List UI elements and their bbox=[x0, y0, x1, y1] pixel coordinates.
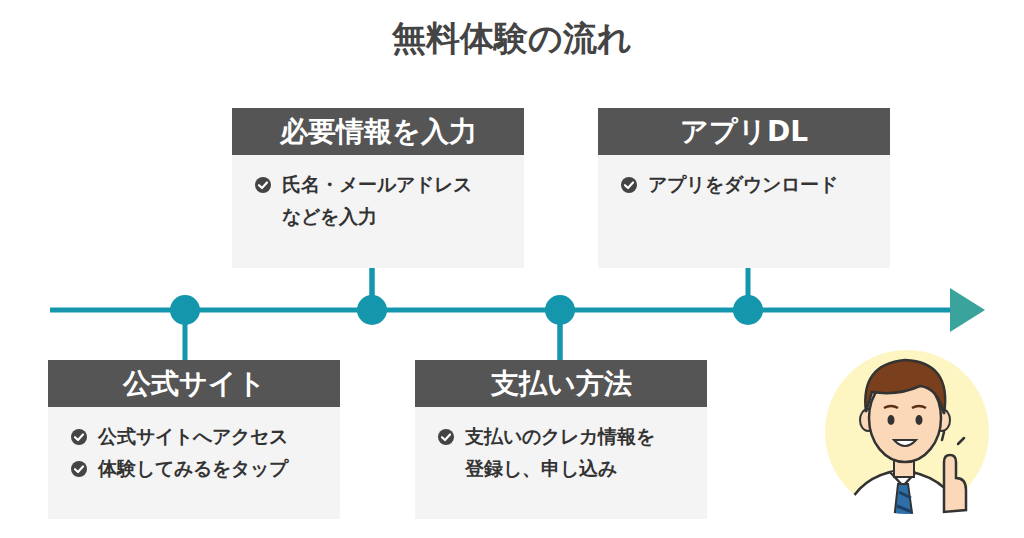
step-heading: 公式サイト bbox=[48, 360, 340, 407]
checklist-item: 支払いのクレカ情報を 登録し、申し込み bbox=[437, 421, 695, 486]
checklist-item: 体験してみるをタップ bbox=[70, 453, 328, 485]
step-heading: アプリDL bbox=[598, 108, 890, 155]
timeline-dot bbox=[733, 295, 763, 325]
timeline-connector bbox=[185, 268, 372, 360]
step-box: 必要情報を入力氏名・メールアドレス などを入力 bbox=[232, 108, 524, 268]
checklist-item: 公式サイトへアクセス bbox=[70, 421, 328, 453]
timeline-connector bbox=[560, 268, 748, 360]
step-body-panel: 氏名・メールアドレス などを入力 bbox=[232, 155, 524, 268]
character-illustration bbox=[825, 350, 989, 530]
checklist-item: アプリをダウンロード bbox=[620, 169, 878, 201]
timeline-connector bbox=[372, 268, 560, 360]
step-heading: 必要情報を入力 bbox=[232, 108, 524, 155]
step-box: 公式サイト公式サイトへアクセス体験してみるをタップ bbox=[48, 360, 340, 519]
step-box: アプリDL アプリをダウンロード bbox=[598, 108, 890, 268]
step-box: 支払い方法支払いのクレカ情報を 登録し、申し込み bbox=[415, 360, 707, 519]
timeline-dot bbox=[357, 295, 387, 325]
diagram-title: 無料体験の流れ bbox=[0, 16, 1024, 62]
timeline-start bbox=[50, 308, 185, 313]
step-body-panel: 支払いのクレカ情報を 登録し、申し込み bbox=[415, 407, 707, 519]
step-heading: 支払い方法 bbox=[415, 360, 707, 407]
step-body-panel: アプリをダウンロード bbox=[598, 155, 890, 268]
checklist-item: 氏名・メールアドレス などを入力 bbox=[254, 169, 512, 234]
timeline-end bbox=[748, 308, 955, 313]
step-body-panel: 公式サイトへアクセス体験してみるをタップ bbox=[48, 407, 340, 519]
timeline-dot bbox=[545, 295, 575, 325]
timeline-arrowhead bbox=[950, 288, 985, 332]
timeline-dot bbox=[170, 295, 200, 325]
